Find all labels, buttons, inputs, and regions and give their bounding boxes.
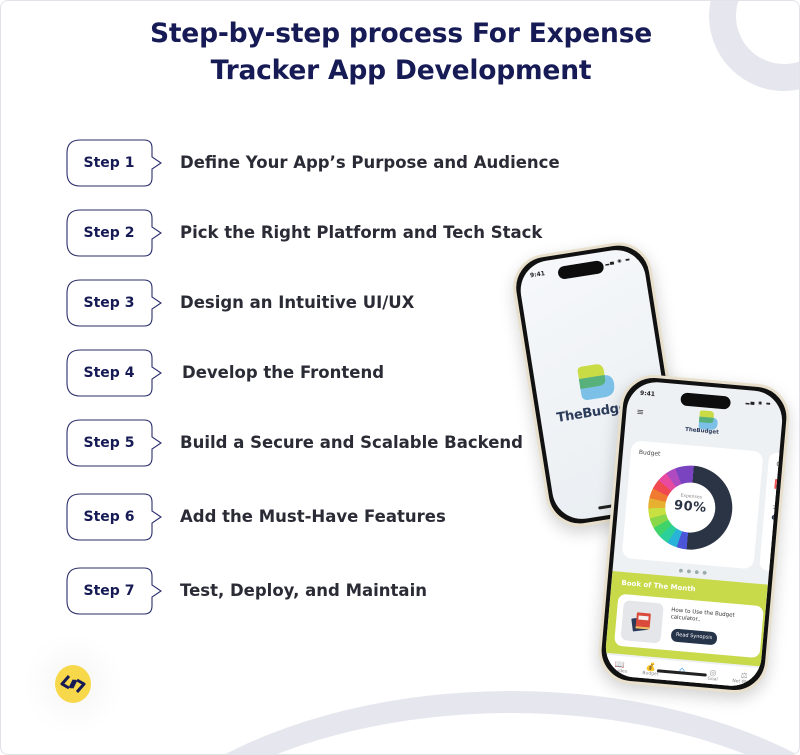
title-line-1: Step-by-step process For Expense (149, 18, 653, 49)
step-badge-4: Step 4 (66, 349, 166, 397)
step-badge-5: Step 5 (66, 419, 166, 467)
step-text: Test, Deploy, and Maintain (180, 581, 427, 600)
goal-progress-bar (771, 514, 785, 522)
step-label: Step 5 (83, 435, 135, 451)
step-text: Build a Secure and Scalable Backend (180, 433, 523, 452)
step-text: Define Your App’s Purpose and Audience (180, 153, 560, 172)
expenses-donut-chart: Expenses 90% (644, 462, 736, 554)
book-section-title: Book of The Month (621, 578, 696, 594)
tab-net-worth[interactable]: ⚖ Net Worth (729, 670, 758, 686)
book-description: How to Use the Budget calculator.. (670, 607, 735, 623)
step-item-1: Step 1 Define Your App’s Purpose and Aud… (66, 139, 666, 189)
donut-value: 90% (673, 498, 708, 516)
step-badge-7: Step 7 (66, 567, 166, 615)
title-line-2: Tracker App Development (210, 55, 592, 86)
dynamic-island (680, 392, 732, 410)
phone-mockup-app: 9:41 ▂▄ ◉ ▬ ≡ TheBudget Budget Expenses … (595, 372, 793, 696)
budget-card-title: Budget (638, 448, 661, 458)
step-item-4: Step 4 Develop the Frontend (66, 349, 666, 399)
splash-screen: 9:41 ▂▄ ◉ ▬ TheBudget (516, 245, 682, 524)
budget-card[interactable]: Budget Expenses 90% (621, 440, 764, 570)
read-synopsis-button[interactable]: Read Synopsis (670, 628, 718, 646)
step-label: Step 3 (83, 295, 135, 311)
tab-label: Net Worth (732, 678, 756, 686)
step-badge-3: Step 3 (66, 279, 166, 327)
step-text: Develop the Frontend (182, 363, 385, 382)
speech-bubble-icon (66, 567, 162, 615)
step-badge-2: Step 2 (66, 209, 166, 257)
step-label: Step 2 (83, 225, 135, 241)
goal-card-value: 30 (772, 504, 780, 512)
book-of-month-section: Book of The Month How to Use the Budget … (605, 571, 768, 667)
step-badge-6: Step 6 (66, 493, 166, 541)
goal-card-partial[interactable]: Go 30 (759, 452, 785, 574)
step-text: Design an Intuitive UI/UX (180, 293, 415, 312)
decorative-arc (81, 691, 799, 754)
step-item-6: Step 6 Add the Must-Have Features (66, 493, 666, 543)
step-label: Step 1 (83, 155, 135, 171)
tab-label: Budget (642, 671, 659, 678)
goal-book-icon (774, 478, 784, 490)
step-item-5: Step 5 Build a Secure and Scalable Backe… (66, 419, 666, 469)
step-badge-1: Step 1 (66, 139, 166, 187)
speech-bubble-icon (66, 349, 162, 397)
step-label: Step 7 (83, 583, 135, 599)
status-time: 9:41 (529, 270, 546, 280)
step-label: Step 6 (83, 509, 135, 525)
book-thumbnail (620, 600, 664, 644)
hamburger-menu-icon[interactable]: ≡ (635, 407, 645, 419)
speech-bubble-icon (66, 209, 162, 257)
step-item-2: Step 2 Pick the Right Platform and Tech … (66, 209, 666, 259)
tab-guides[interactable]: 📖 Guides (605, 659, 634, 675)
step-text: Pick the Right Platform and Tech Stack (180, 223, 543, 242)
app-home-screen: 9:41 ▂▄ ◉ ▬ ≡ TheBudget Budget Expenses … (603, 379, 785, 689)
step-label: Step 4 (83, 365, 135, 381)
phone-mockup-splash: 9:41 ▂▄ ◉ ▬ TheBudget (508, 237, 690, 532)
thebudget-logo-icon (577, 364, 615, 400)
step-text: Add the Must-Have Features (180, 507, 446, 526)
donut-center: Expenses 90% (663, 480, 718, 535)
tab-label: Guides (611, 668, 628, 675)
speech-bubble-icon (66, 279, 162, 327)
code-arrows-logo-icon (60, 675, 86, 693)
speech-bubble-icon (66, 419, 162, 467)
brand-logo-badge (55, 665, 91, 703)
dynamic-island (557, 259, 605, 280)
step-item-3: Step 3 Design an Intuitive UI/UX (66, 279, 666, 329)
book-stack-icon (631, 612, 651, 632)
status-icons: ▂▄ ◉ ▬ (745, 399, 772, 408)
goal-card-title: Go (776, 460, 785, 469)
speech-bubble-icon (66, 139, 162, 187)
tab-label: Goal (707, 676, 718, 683)
status-icons: ▂▄ ◉ ▬ (604, 256, 632, 267)
status-time: 9:41 (639, 389, 656, 399)
page-title: Step-by-step process For Expense Tracker… (1, 15, 799, 89)
carousel-dots[interactable]: ● ● ● ● (678, 567, 709, 577)
step-item-7: Step 7 Test, Deploy, and Maintain (66, 567, 666, 617)
thebudget-logo-icon (698, 410, 718, 430)
book-card[interactable]: How to Use the Budget calculator.. Read … (613, 593, 764, 659)
speech-bubble-icon (66, 493, 162, 541)
